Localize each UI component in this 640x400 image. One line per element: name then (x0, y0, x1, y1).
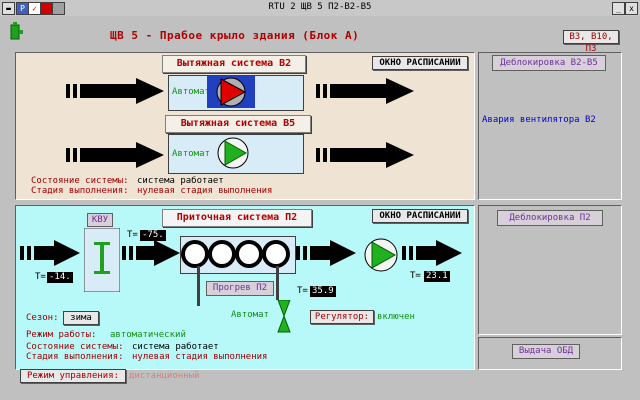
schedule-button-bottom[interactable]: ОКНО РАСПИСАНИИ (372, 209, 468, 223)
mode-value: автоматический (110, 330, 186, 340)
system-menu-button[interactable]: ▬ (2, 2, 15, 15)
nav-button-b3-b10-p3[interactable]: В3, В10, П3 (563, 30, 619, 54)
top-state-value: система работает (137, 176, 224, 186)
bottom-state-value: система работает (132, 342, 219, 352)
top-stage-label: Стадия выполнения: (31, 186, 129, 196)
bottom-state-label: Состояние системы: (26, 342, 124, 352)
filter-icon[interactable] (84, 228, 120, 292)
season-label: Сезон: (26, 313, 59, 323)
title-bar: ▬ P ✓ RTU 2 ЩВ 5 П2-В2-В5 _ x (0, 0, 640, 17)
alarm-text: Авария вентилятора В2 (482, 115, 596, 125)
window-title: RTU 2 ЩВ 5 П2-В2-В5 (268, 2, 372, 12)
valve-mode: Автомат (231, 310, 269, 320)
battery-icon (10, 22, 23, 40)
unlock-panel (478, 205, 622, 335)
fan-b5-mode: Автомат (172, 149, 210, 159)
unlock-b2-b5-button[interactable]: Деблокировка В2-В5 (492, 55, 606, 71)
t-filter-prefix: T= (127, 230, 138, 240)
mode-label: Режим работы: (26, 330, 97, 340)
issue-obd-button[interactable]: Выдача ОБД (512, 344, 580, 359)
fan-b2-mode: Автомат (172, 87, 210, 97)
control-mode-button[interactable]: Режим управления: (20, 369, 126, 383)
alarm-panel (478, 52, 622, 200)
top-state-label: Состояние системы: (31, 176, 129, 186)
page-title: ЩВ 5 - Прабое крыло здания (Блок А) (110, 29, 360, 42)
system-p2-label[interactable]: Приточная система П2 (162, 209, 312, 227)
arrow-right-icon (296, 240, 356, 266)
schedule-button-top[interactable]: ОКНО РАСПИСАНИИ (372, 56, 468, 70)
t-return-prefix: T= (297, 286, 308, 296)
arrow-right-icon (402, 240, 462, 266)
t-outdoor-prefix: T= (35, 272, 46, 282)
arrow-right-icon (66, 78, 164, 104)
arrow-right-icon (316, 142, 414, 168)
kvu-button[interactable]: КВУ (87, 213, 113, 227)
regulator-value: включен (377, 312, 415, 322)
fan-icon[interactable] (216, 136, 250, 170)
grid-icon[interactable] (52, 2, 65, 15)
valve-icon[interactable] (276, 300, 292, 334)
bottom-stage-label: Стадия выполнения: (26, 352, 124, 362)
top-stage-value: нулевая стадия выполнения (137, 186, 273, 196)
close-button[interactable]: x (625, 2, 638, 15)
system-b5-label[interactable]: Вытяжная система В5 (165, 115, 311, 133)
t-outdoor-value: -14. (47, 272, 73, 283)
bottom-stage-value: нулевая стадия выполнения (132, 352, 268, 362)
arrow-right-icon (20, 240, 80, 266)
system-b2-label[interactable]: Вытяжная система В2 (162, 55, 306, 73)
t-supply-prefix: T= (410, 271, 421, 281)
unlock-p2-button[interactable]: Деблокировка П2 (497, 210, 603, 226)
heater-coils-icon[interactable] (180, 236, 294, 308)
minimize-button[interactable]: _ (612, 2, 625, 15)
t-filter-value: -75. (140, 230, 166, 241)
control-mode-value: дистанционный (129, 371, 200, 381)
heater-p2-button[interactable]: Прогрев П2 (206, 281, 274, 296)
arrow-right-icon (66, 142, 164, 168)
fan-icon[interactable] (207, 76, 255, 108)
t-return-value: 35.9 (310, 286, 336, 297)
season-button[interactable]: зима (63, 311, 99, 325)
t-supply-value: 23.1 (424, 271, 450, 282)
fan-icon[interactable] (363, 237, 399, 273)
regulator-button[interactable]: Регулятор: (310, 310, 374, 324)
arrow-right-icon (316, 78, 414, 104)
arrow-right-icon (122, 240, 180, 266)
